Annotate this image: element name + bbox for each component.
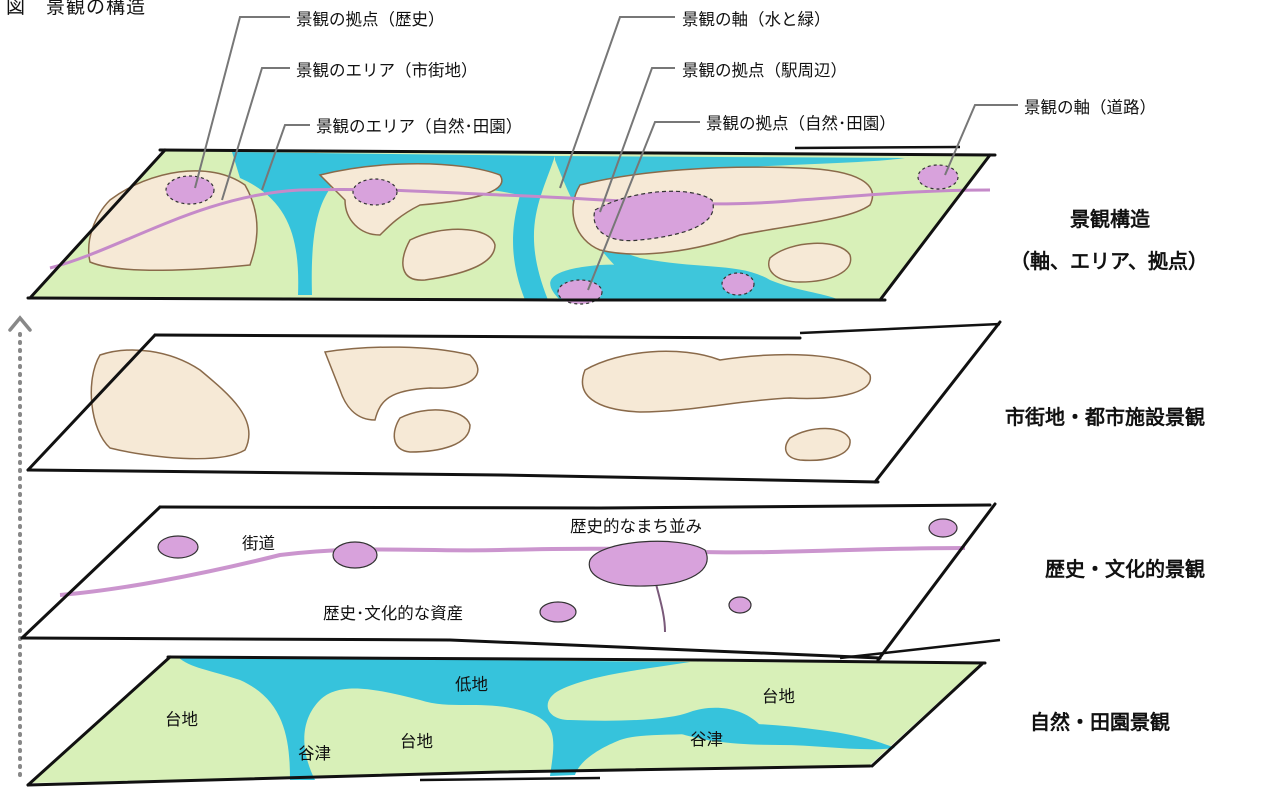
nature-hub-marker-2 [721, 272, 755, 296]
plateau-label-east: 台地 [762, 687, 795, 706]
valley-label-east: 谷津 [690, 730, 723, 749]
historic-townscape-area [588, 540, 708, 587]
structure-layer [26, 145, 997, 305]
urban-area-5 [784, 427, 851, 462]
urban-area-3 [393, 409, 471, 453]
structure-urban-area-5 [768, 242, 852, 283]
history-asset-5 [928, 518, 958, 538]
callout-nature-area: 景観のエリア（自然･田園） [316, 117, 523, 136]
urban-area-1 [90, 349, 250, 460]
road-hub-marker [917, 164, 959, 190]
nature-layer [26, 638, 1001, 787]
valley-label-west: 谷津 [298, 744, 331, 763]
callout-station-hub: 景観の拠点（駅周辺） [682, 61, 847, 80]
urban-layer [26, 320, 1002, 484]
history-asset-3 [539, 601, 577, 623]
nature-water-valleys [178, 657, 760, 780]
history-asset-1 [157, 535, 199, 559]
callout-history-hub: 景観の拠点（歴史） [296, 10, 445, 29]
station-hub-marker [593, 190, 714, 242]
history-asset-4 [728, 596, 752, 614]
urban-layer-label: 市街地・都市施設景観 [1005, 405, 1205, 429]
urban-area-4 [581, 350, 871, 413]
structure-layer-sublabel: （軸、エリア、拠点） [1010, 249, 1208, 273]
history-layer [20, 502, 997, 662]
structure-road-axis [49, 187, 991, 270]
history-asset-2 [332, 541, 378, 569]
nature-water-east [670, 723, 895, 750]
structure-water-east [550, 156, 905, 300]
callout-water-axis: 景観の軸（水と緑） [682, 10, 831, 29]
historic-townscape-label: 歴史的なまち並み [570, 517, 702, 536]
history-road-line [59, 546, 966, 597]
callout-nature-hub: 景観の拠点（自然･田園） [706, 114, 896, 133]
structure-urban-area-3 [402, 228, 496, 281]
callout-road-axis: 景観の軸（道路） [1024, 98, 1156, 117]
structure-layer-label: 景観構造 [1070, 207, 1150, 231]
history-hub-marker-2 [352, 178, 398, 206]
plateau-label-center: 台地 [400, 732, 433, 751]
history-road-label: 街道 [242, 534, 275, 553]
history-hub-marker [165, 175, 215, 205]
nature-layer-label: 自然・田園景観 [1030, 710, 1170, 734]
callout-urban-area: 景観のエリア（市街地） [296, 61, 478, 80]
upward-arrow-head-icon [8, 315, 32, 332]
callout-leaders [194, 16, 1018, 291]
plateau-label-west: 台地 [165, 710, 198, 729]
lowland-label: 低地 [455, 675, 488, 694]
nature-hub-marker [557, 279, 603, 305]
history-assets-label: 歴史･文化的な資産 [323, 604, 464, 623]
figure-title: 図 景観の構造 [6, 0, 147, 18]
history-layer-label: 歴史・文化的景観 [1045, 557, 1205, 581]
urban-area-2 [323, 346, 479, 421]
